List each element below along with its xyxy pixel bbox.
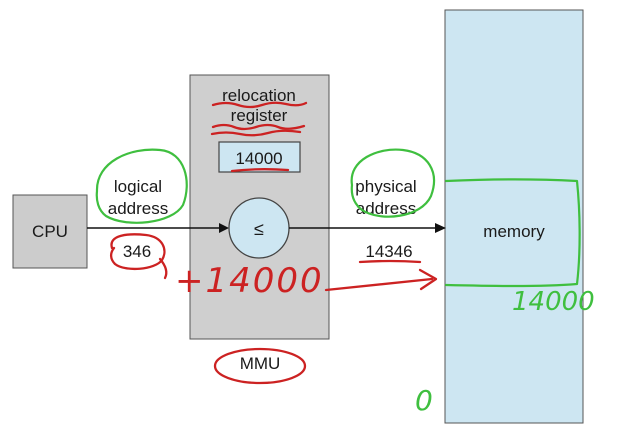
memory-base-note: 14000	[512, 287, 595, 317]
plus-offset-note: +14000	[175, 261, 324, 301]
logical-value-tail	[158, 257, 168, 280]
physical-label-circle	[350, 148, 436, 218]
relocation-underline-1	[211, 101, 308, 109]
memory-label: memory	[483, 222, 545, 241]
memory-highlight-box	[444, 178, 581, 288]
cpu-box	[12, 194, 88, 269]
mmu-label: MMU	[240, 354, 281, 373]
logical-address-value: 346	[123, 242, 151, 261]
logical-label-circle	[95, 148, 188, 224]
logical-address-arrowhead	[219, 223, 229, 233]
logical-address-label-line1: logical	[114, 177, 162, 196]
relocation-underline-2	[211, 123, 306, 131]
memory-zero-note: 0	[415, 384, 433, 417]
offset-arrow-head	[418, 268, 438, 291]
memory-column	[444, 9, 584, 424]
cpu-label: CPU	[32, 222, 68, 241]
relocation-register-box	[218, 141, 301, 173]
physical-value-underline	[358, 259, 422, 264]
relocation-register-title-line1: relocation	[222, 86, 296, 105]
physical-address-arrowhead	[435, 223, 446, 233]
relocation-register-title-line2: register	[231, 106, 288, 125]
relocation-register-value: 14000	[235, 149, 282, 168]
green-annotations	[95, 148, 581, 288]
logical-address-label-line2: address	[108, 199, 168, 218]
red-annotations	[109, 101, 438, 385]
physical-address-label-line1: physical	[355, 177, 416, 196]
relocation-underline-3	[210, 129, 302, 137]
physical-address-value: 14346	[365, 242, 412, 261]
relocation-value-underline	[230, 168, 290, 173]
mmu-circle	[213, 347, 307, 385]
offset-arrow-line	[324, 277, 434, 292]
comparator-symbol: ≤	[254, 219, 264, 239]
